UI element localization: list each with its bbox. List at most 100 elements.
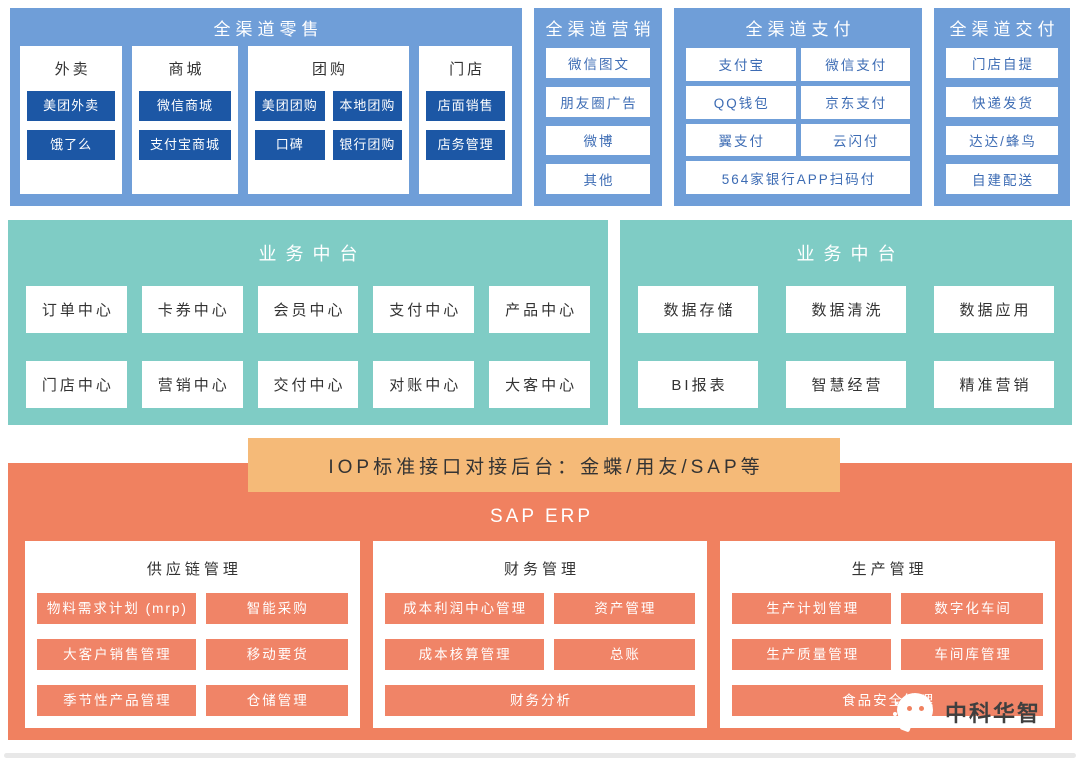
page-bottom-divider xyxy=(4,753,1076,758)
groupbuy-group: 团购 美团团购 本地团购 口碑 银行团购 xyxy=(247,46,410,194)
platform-box: 交付中心 xyxy=(257,361,359,408)
channel-item: 口碑 xyxy=(254,130,325,160)
erp-module: 资产管理 xyxy=(553,593,696,624)
channel-item: 微信商城 xyxy=(139,91,231,121)
brand-name: 中科华智 xyxy=(945,701,1042,726)
payment-items: 支付宝 微信支付 QQ钱包 京东支付 翼支付 云闪付 564家银行APP扫码付 xyxy=(674,46,922,206)
business-platform-grid: 订单中心 卡券中心 会员中心 支付中心 产品中心 门店中心 营销中心 交付中心 … xyxy=(8,266,608,408)
panel-row: 成本利润中心管理 资产管理 xyxy=(384,593,696,624)
erp-module: 季节性产品管理 xyxy=(37,685,196,716)
panel-row: 季节性产品管理 仓储管理 xyxy=(37,685,348,716)
production-panel: 生产管理 生产计划管理 数字化车间 生产质量管理 车间库管理 食品安全管理 xyxy=(720,541,1056,728)
channel-item: 美团外卖 xyxy=(27,91,116,121)
payment-item-bank-apps: 564家银行APP扫码付 xyxy=(686,161,910,194)
platform-box: 产品中心 xyxy=(489,286,590,333)
data-platform-title: 业务中台 xyxy=(796,244,905,264)
platform-box: 门店中心 xyxy=(26,361,127,408)
erp-module: 车间库管理 xyxy=(901,639,1044,670)
payment-section-title: 全渠道支付 xyxy=(745,19,856,39)
payment-item: 微信支付 xyxy=(800,48,910,81)
channel-item: 支付宝商城 xyxy=(139,130,231,160)
delivery-section: 全渠道交付 门店自提 快递发货 达达/蜂鸟 自建配送 xyxy=(934,8,1070,206)
panel-row: 大客户销售管理 移动要货 xyxy=(37,639,348,670)
erp-module: 财务分析 xyxy=(384,685,696,716)
erp-module: 生产质量管理 xyxy=(732,639,892,670)
delivery-items: 门店自提 快递发货 达达/蜂鸟 自建配送 xyxy=(934,46,1070,206)
data-middle-platform: 业务中台 数据存储 数据清洗 数据应用 BI报表 智慧经营 精准营销 xyxy=(620,220,1072,425)
platform-box: 会员中心 xyxy=(257,286,359,333)
bubble-tail xyxy=(899,719,913,733)
takeout-group: 外卖 美团外卖 饿了么 xyxy=(20,46,123,194)
panel-row: 物料需求计划 (mrp) 智能采购 xyxy=(37,593,348,624)
takeout-group-title: 外卖 xyxy=(54,61,91,78)
erp-section: SAP ERP 供应链管理 物料需求计划 (mrp) 智能采购 大客户销售管理 … xyxy=(8,463,1072,740)
mall-group-title: 商城 xyxy=(168,61,205,78)
platform-box: 数据应用 xyxy=(934,286,1054,333)
finance-panel: 财务管理 成本利润中心管理 资产管理 成本核算管理 总账 财务分析 xyxy=(372,541,708,728)
finance-title: 财务管理 xyxy=(504,561,581,578)
platform-box: 大客中心 xyxy=(489,361,590,408)
erp-module: 生产计划管理 xyxy=(732,593,892,624)
delivery-item: 门店自提 xyxy=(946,48,1058,78)
retail-section: 全渠道零售 外卖 美团外卖 饿了么 商城 微信商城 支付宝商城 团购 美团团购 xyxy=(10,8,522,206)
delivery-item: 达达/蜂鸟 xyxy=(946,125,1058,156)
payment-item: QQ钱包 xyxy=(686,85,796,119)
decorative-dot xyxy=(895,702,898,705)
chat-bubble-icon xyxy=(893,690,937,734)
groupbuy-group-title: 团购 xyxy=(312,61,349,78)
retail-groups: 外卖 美团外卖 饿了么 商城 微信商城 支付宝商城 团购 美团团购 本地团购 xyxy=(10,46,522,206)
marketing-item: 朋友圈广告 xyxy=(546,86,650,117)
erp-module: 数字化车间 xyxy=(901,593,1044,624)
mall-group: 商城 微信商城 支付宝商城 xyxy=(132,46,238,194)
channel-item: 店务管理 xyxy=(426,130,505,160)
erp-module: 成本利润中心管理 xyxy=(384,593,544,624)
platform-box: 支付中心 xyxy=(373,286,475,333)
platform-box: 精准营销 xyxy=(934,361,1054,408)
platform-box: 卡券中心 xyxy=(141,286,243,333)
erp-module: 成本核算管理 xyxy=(384,639,544,670)
platform-box: 数据清洗 xyxy=(786,286,906,333)
payment-section: 全渠道支付 支付宝 微信支付 QQ钱包 京东支付 翼支付 云闪付 564家银行A… xyxy=(674,8,922,206)
channel-item: 银行团购 xyxy=(332,130,403,160)
channel-item: 美团团购 xyxy=(254,91,325,121)
panel-row: 成本核算管理 总账 xyxy=(384,639,696,670)
store-group-title: 门店 xyxy=(449,61,486,78)
marketing-section: 全渠道营销 微信图文 朋友圈广告 微博 其他 xyxy=(534,8,662,206)
erp-module: 总账 xyxy=(553,639,696,670)
delivery-section-title: 全渠道交付 xyxy=(949,19,1060,39)
groupbuy-row: 美团团购 本地团购 xyxy=(254,91,403,121)
erp-module: 大客户销售管理 xyxy=(37,639,196,670)
platform-box: 订单中心 xyxy=(26,286,127,333)
channel-item: 店面销售 xyxy=(426,91,505,121)
channel-item: 饿了么 xyxy=(27,130,116,160)
business-platform-title: 业务中台 xyxy=(258,244,367,264)
panel-row: 生产计划管理 数字化车间 xyxy=(732,593,1044,624)
supply-chain-title: 供应链管理 xyxy=(146,561,242,578)
marketing-item: 微博 xyxy=(546,125,650,156)
erp-section-title: SAP ERP xyxy=(489,506,594,527)
channel-item: 本地团购 xyxy=(332,91,403,121)
channel-row: 全渠道零售 外卖 美团外卖 饿了么 商城 微信商城 支付宝商城 团购 美团团购 xyxy=(10,8,1070,206)
erp-module: 物料需求计划 (mrp) xyxy=(37,593,196,624)
business-middle-platform: 业务中台 订单中心 卡券中心 会员中心 支付中心 产品中心 门店中心 营销中心 … xyxy=(8,220,608,425)
bubble-eye xyxy=(919,706,924,711)
erp-module: 智能采购 xyxy=(205,593,348,624)
platform-box: BI报表 xyxy=(638,361,758,408)
marketing-item: 微信图文 xyxy=(546,48,650,78)
delivery-item: 快递发货 xyxy=(946,86,1058,117)
delivery-item: 自建配送 xyxy=(946,164,1058,194)
payment-item: 云闪付 xyxy=(800,123,910,157)
erp-panels: 供应链管理 物料需求计划 (mrp) 智能采购 大客户销售管理 移动要货 季节性… xyxy=(8,528,1072,728)
marketing-item: 其他 xyxy=(546,164,650,194)
marketing-section-title: 全渠道营销 xyxy=(545,19,656,39)
panel-row: 生产质量管理 车间库管理 xyxy=(732,639,1044,670)
groupbuy-row: 口碑 银行团购 xyxy=(254,130,403,160)
store-group: 门店 店面销售 店务管理 xyxy=(419,46,512,194)
integration-banner: IOP标准接口对接后台：金蝶/用友/SAP等 xyxy=(248,438,840,492)
erp-module: 移动要货 xyxy=(205,639,348,670)
panel-row: 财务分析 xyxy=(384,685,696,716)
payment-item: 翼支付 xyxy=(686,123,796,157)
retail-section-title: 全渠道零售 xyxy=(213,19,324,39)
platform-box: 对账中心 xyxy=(373,361,475,408)
production-title: 生产管理 xyxy=(851,561,928,578)
